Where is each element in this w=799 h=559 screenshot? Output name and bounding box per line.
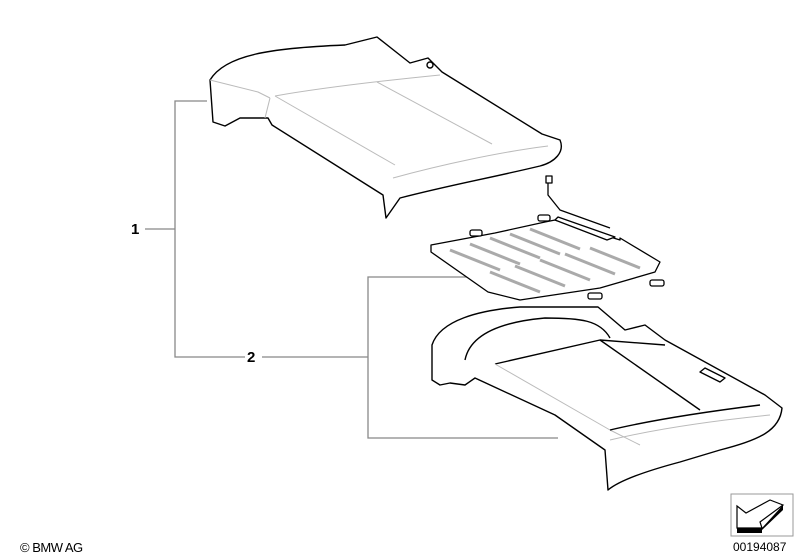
seat-heating-element[interactable] (430, 175, 665, 301)
callout-leaders (145, 100, 558, 439)
seat-cushion-cover[interactable] (209, 36, 562, 219)
callout-2[interactable]: 2 (245, 349, 258, 366)
seat-cushion-foam-pad[interactable] (431, 306, 783, 491)
arrow-back-icon[interactable] (730, 493, 794, 537)
callout-1[interactable]: 1 (129, 221, 142, 238)
diagram-id: 00194087 (733, 540, 787, 554)
copyright-text: © BMW AG (20, 540, 83, 555)
